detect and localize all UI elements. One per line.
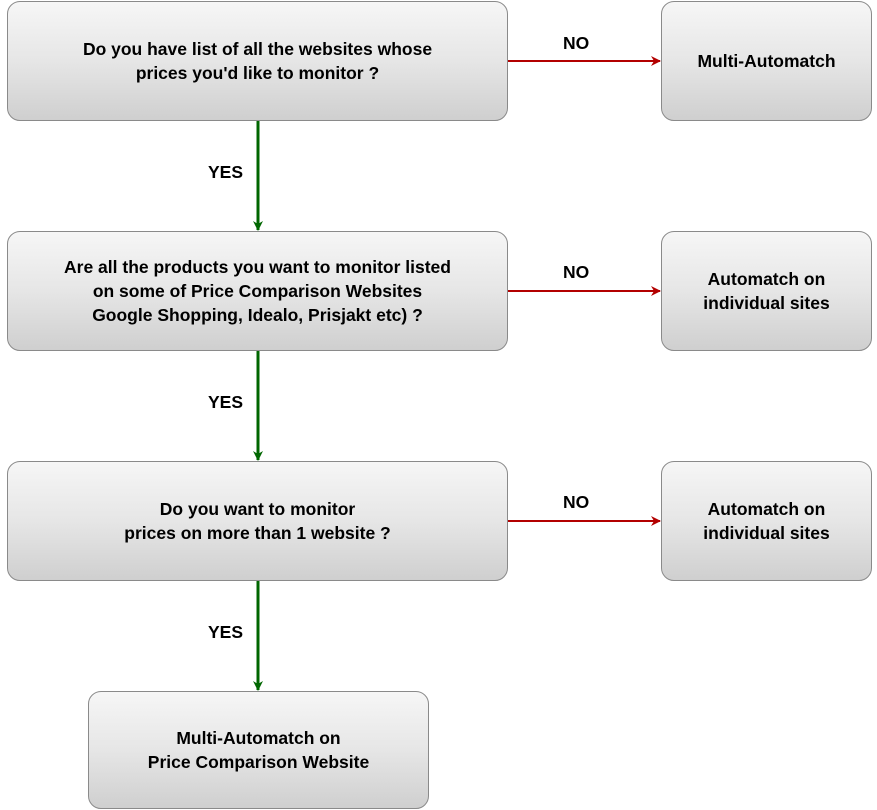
result-multi-automatch: Multi-Automatch [661, 1, 872, 121]
no-label: NO [563, 492, 590, 512]
no-label: NO [563, 262, 590, 282]
result-multi-automatch-price-comparison: Multi-Automatch on Price Comparison Webs… [88, 691, 429, 809]
yes-label: YES [208, 622, 244, 642]
question-multiple-websites: Do you want to monitor prices on more th… [7, 461, 508, 581]
result-automatch-individual-sites-2: Automatch on individual sites [661, 461, 872, 581]
question-websites-list: Do you have list of all the websites who… [7, 1, 508, 121]
result-automatch-individual-sites-1: Automatch on individual sites [661, 231, 872, 351]
yes-label: YES [208, 162, 244, 182]
no-label: NO [563, 33, 590, 53]
question-price-comparison-listing: Are all the products you want to monitor… [7, 231, 508, 351]
yes-label: YES [208, 392, 244, 412]
